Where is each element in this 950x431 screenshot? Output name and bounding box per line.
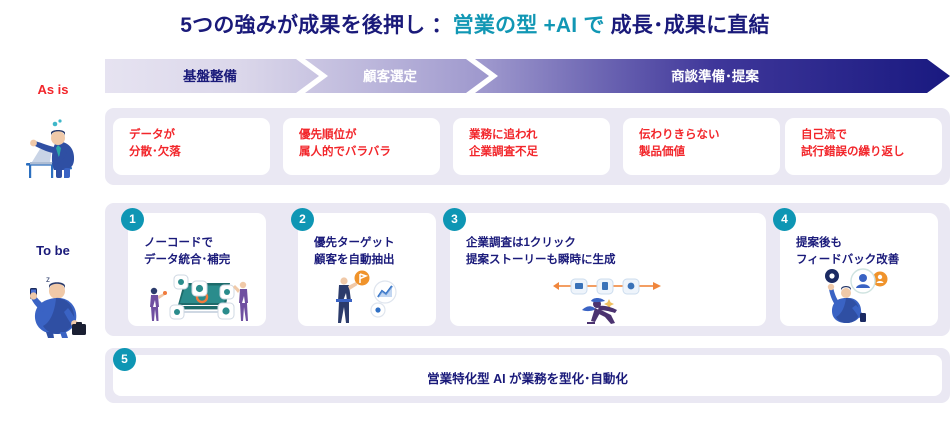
as-is-card-1[interactable]: データが 分散･欠落 [113, 118, 270, 175]
to-be-label: To be [36, 243, 70, 258]
feedback-improvement-illustration-icon [808, 267, 918, 328]
as-is-card-2[interactable]: 優先順位が 属人的でバラバラ [283, 118, 440, 175]
to-be-badge-4: 4 [773, 208, 796, 231]
to-be-card-3-text: 企業調査は1クリック 提案ストーリーも瞬時に生成 [466, 237, 616, 266]
to-be-card-2-text: 優先ターゲット 顧客を自動抽出 [314, 237, 395, 266]
to-be-card-2[interactable]: 優先ターゲット 顧客を自動抽出 [298, 213, 436, 326]
as-is-label: As is [37, 82, 69, 97]
running-person-pipeline-illustration-icon [535, 277, 695, 330]
summary-card[interactable]: 営業特化型 AI が業務を型化･自動化 [113, 355, 942, 396]
to-be-card-4[interactable]: 提案後も フィードバック改善 [780, 213, 938, 326]
as-is-card-1-text: データが 分散･欠落 [129, 129, 181, 158]
as-is-card-3-text: 業務に追われ 企業調査不足 [469, 129, 538, 158]
summary-text: 営業特化型 AI が業務を型化･自動化 [427, 372, 628, 386]
to-be-badge-3: 3 [443, 208, 466, 231]
page-title: 5つの強みが成果を後押し ：営業の型 +AI で 成長･成果に直結 [0, 9, 950, 39]
to-be-card-1[interactable]: ノーコードで データ統合･補完 [128, 213, 266, 326]
page-title-part3: 成長･成果に直結 [610, 14, 770, 37]
to-be-badge-2: 2 [291, 208, 314, 231]
as-is-card-2-text: 優先順位が 属人的でバラバラ [299, 129, 391, 158]
as-is-card-3[interactable]: 業務に追われ 企業調査不足 [453, 118, 610, 175]
to-be-card-1-text: ノーコードで データ統合･補完 [144, 237, 231, 266]
phase-label-2: 商談準備･提案 [671, 68, 759, 84]
as-is-card-4[interactable]: 伝わりきらない 製品価値 [623, 118, 780, 175]
page-title-part2: 営業の型 +AI で [452, 14, 611, 37]
summary-badge-5: 5 [113, 348, 136, 371]
phase-label-1: 顧客選定 [363, 68, 417, 84]
as-is-card-4-text: 伝わりきらない 製品価値 [639, 129, 720, 158]
page-title-part1: 5つの強みが成果を後押し ： [180, 14, 453, 37]
target-customer-illustration-icon [322, 269, 410, 328]
as-is-card-5[interactable]: 自己流で 試行錯誤の繰り返し [785, 118, 942, 175]
as-is-card-5-text: 自己流で 試行錯誤の繰り返し [801, 129, 905, 158]
phase-label-0: 基盤整備 [183, 68, 237, 84]
stressed-salesperson-illustration-icon [18, 118, 88, 185]
svg-text:z: z [46, 275, 50, 284]
to-be-card-4-text: 提案後も フィードバック改善 [796, 237, 900, 266]
to-be-badge-1: 1 [121, 208, 144, 231]
phase-banner: 基盤整備 顧客選定 商談準備･提案 [105, 59, 950, 93]
confident-salesperson-illustration-icon: z [18, 272, 92, 343]
data-integration-illustration-icon [140, 271, 258, 328]
to-be-card-3[interactable]: 企業調査は1クリック 提案ストーリーも瞬時に生成 [450, 213, 766, 326]
